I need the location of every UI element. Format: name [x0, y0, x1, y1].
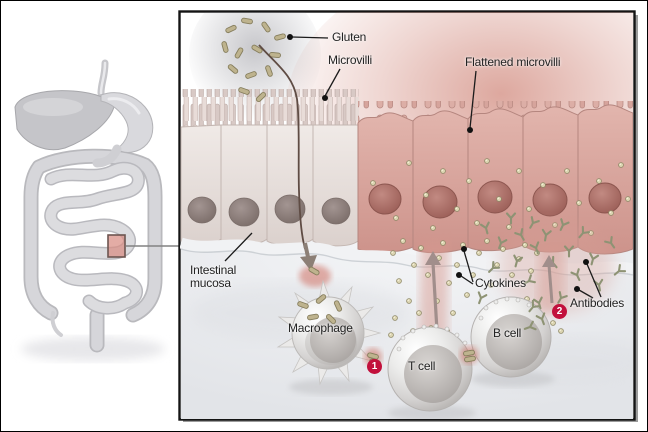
t-cell [387, 323, 476, 419]
label-pointers [224, 34, 602, 299]
label-b-cell: B cell [493, 326, 522, 340]
macrophage-cell [276, 279, 382, 395]
healthy-epithelial-cells [180, 124, 359, 247]
label-gluten: Gluten [332, 30, 367, 44]
label-intestinal-mucosa: Intestinal mucosa [190, 264, 236, 290]
stomach-shape [92, 92, 154, 168]
mucosa-scene [180, 12, 633, 419]
gluten-entry-glow [299, 265, 331, 287]
small-intestine-shape [44, 161, 145, 315]
panel-shadow-right [634, 15, 638, 422]
label-macrophage: Macrophage [288, 321, 353, 335]
label-cytokines: Cytokines [475, 276, 526, 290]
digestive-tract-inset [14, 59, 179, 361]
diseased-cell-nuclei [368, 180, 622, 219]
label-flattened-microvilli: Flattened microvilli [465, 55, 561, 69]
liver-shape [14, 90, 115, 151]
b-cell [470, 296, 555, 387]
gluten-path-arrow [258, 44, 321, 277]
diseased-epithelial-cells [357, 104, 633, 255]
label-intestinal-mucosa-line1: Intestinal [190, 263, 237, 277]
label-t-cell: T cell [408, 359, 436, 373]
cytokine-up-arrows [425, 251, 556, 332]
step-2-badge: 2 [552, 304, 567, 319]
large-intestine-shape [23, 148, 163, 353]
label-antibodies: Antibodies [570, 296, 625, 310]
label-microvilli: Microvilli [328, 53, 372, 67]
healthy-cell-nuclei [187, 194, 351, 227]
label-intestinal-mucosa-line2: mucosa [190, 276, 231, 290]
step-1-badge: 1 [367, 359, 382, 374]
inset-highlight-box [107, 234, 126, 258]
